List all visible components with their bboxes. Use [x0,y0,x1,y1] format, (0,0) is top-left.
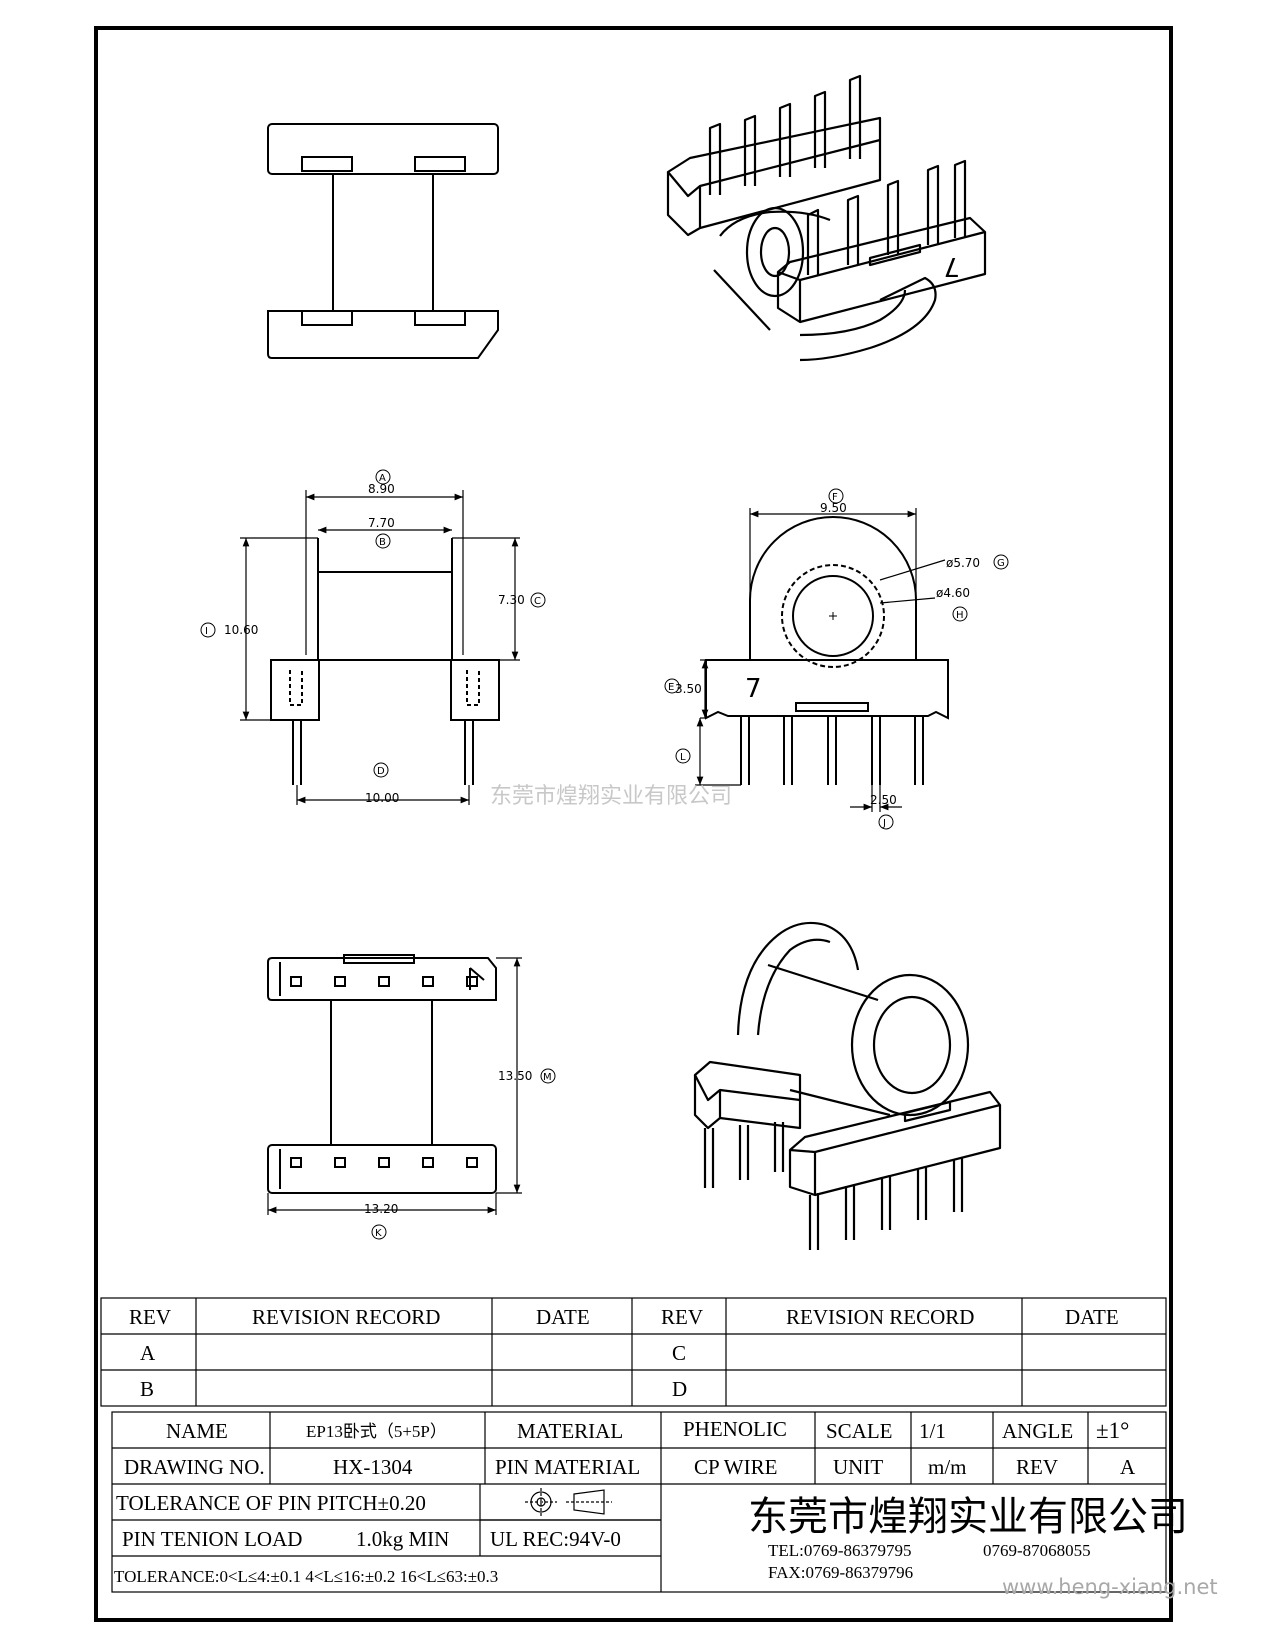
unit-value: m/m [928,1455,967,1479]
scale-label: SCALE [826,1419,893,1443]
side-view [705,516,949,785]
dim-c-value: 7.30 [498,593,525,607]
tolerance-pin-pitch: TOLERANCE OF PIN PITCH±0.20 [116,1491,426,1515]
bottom-view-dims [267,957,522,1215]
tolerance-ranges: TOLERANCE:0<L≤4:±0.1 4<L≤16:±0.2 16<L≤63… [114,1567,498,1586]
dim-a-letter: A [379,473,386,484]
dim-c-letter: C [534,596,541,607]
rev-label: REV [1016,1455,1058,1479]
material-label: MATERIAL [517,1419,623,1443]
dim-d-letter: D [377,766,385,777]
dim-f-letter: F [832,492,838,503]
dim-b-letter: B [379,537,386,548]
name-label: NAME [166,1419,228,1443]
dim-f-value: 9.50 [820,501,847,515]
revision-table [100,1297,1167,1407]
front-view-dims [240,490,520,805]
dim-i-value: 10.60 [224,623,258,637]
name-value: EP13卧式（5+5P） [306,1422,447,1441]
company-fax: FAX:0769-86379796 [768,1563,913,1582]
angle-value: ±1° [1096,1418,1129,1443]
rev-header-2: REV [661,1305,703,1329]
rev-value: A [1120,1455,1136,1479]
isometric-top-right [666,74,987,362]
side-view-dims [695,508,946,812]
dim-l-letter: L [680,752,686,763]
dim-m-letter: M [543,1072,552,1083]
dim-k-value: 13.20 [364,1202,398,1216]
drawing-border [94,26,1173,1622]
dim-g-letter: G [997,558,1005,569]
dim-h-value: ø4.60 [936,586,970,600]
isometric-bottom-right [693,921,1002,1250]
material-value: PHENOLIC [683,1417,787,1441]
rev-row-c: C [672,1341,686,1365]
dim-a-value: 8.90 [368,482,395,496]
rev-row-d: D [672,1377,687,1401]
pin-tenion-label: PIN TENION LOAD [122,1527,302,1551]
dim-j-letter: J [882,818,886,829]
angle-label: ANGLE [1002,1419,1073,1443]
company-tel-2: 0769-87068055 [983,1541,1091,1560]
dim-i-letter: I [205,626,208,637]
drawing-no-label: DRAWING NO. [124,1455,265,1479]
company-tel: TEL:0769-86379795 [768,1541,912,1560]
footer-url: www.heng-xiang.net [1002,1575,1218,1599]
dim-b-value: 7.70 [368,516,395,530]
date-header-1: DATE [536,1305,590,1329]
company-name: 东莞市煌翔实业有限公司 [748,1494,1188,1539]
unit-label: UNIT [833,1455,883,1479]
pin-material-label: PIN MATERIAL [495,1455,640,1479]
title-block [111,1411,1167,1593]
rev-row-a: A [140,1341,156,1365]
dim-d-value: 10.00 [365,791,399,805]
projection-symbol-icon [525,1488,612,1516]
dim-j-value: 2.50 [870,793,897,807]
ul-rating: UL REC:94V-0 [490,1527,621,1551]
dim-e-value: 3.50 [675,682,702,696]
dim-h-letter: H [956,610,964,621]
bottom-view [267,954,497,1194]
dim-m-value: 13.50 [498,1069,532,1083]
watermark-text: 东莞市煌翔实业有限公司 [490,784,732,809]
revision-record-header-2: REVISION RECORD [786,1305,974,1329]
dim-g-value: ø5.70 [946,556,980,570]
pin-tenion-value: 1.0kg MIN [356,1527,449,1551]
top-view [267,123,499,359]
dim-k-letter: K [375,1228,382,1239]
revision-record-header-1: REVISION RECORD [252,1305,440,1329]
rev-header-1: REV [129,1305,171,1329]
rev-row-b: B [140,1377,154,1401]
dim-e-letter: E [668,682,674,693]
drawing-no-value: HX-1304 [333,1455,413,1479]
date-header-2: DATE [1065,1305,1119,1329]
pin-material-value: CP WIRE [694,1455,777,1479]
pin-marker-side: 7 [745,674,762,704]
scale-value: 1/1 [919,1419,946,1443]
front-view [270,538,500,785]
pin-marker-iso: 7 [943,251,960,281]
